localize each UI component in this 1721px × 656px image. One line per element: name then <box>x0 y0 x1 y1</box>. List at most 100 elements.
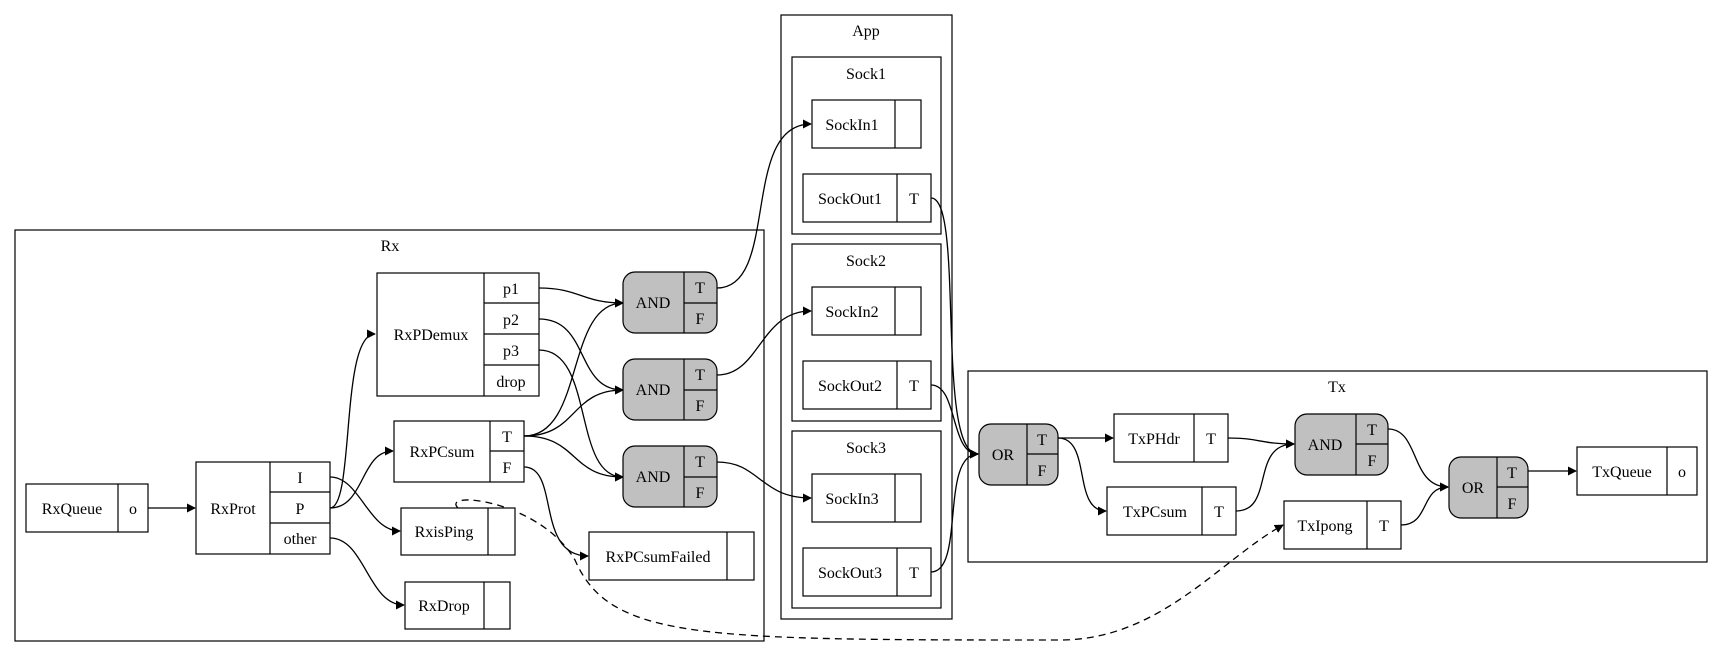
node-rxpdemux-port-p2: p2 <box>503 312 519 329</box>
node-and2-port-f: F <box>696 398 705 415</box>
edge-rxpcsum-f-failed <box>523 466 589 561</box>
node-rxprot-port-p: P <box>296 501 305 518</box>
node-txphdr[interactable]: TxPHdr T <box>1113 413 1229 463</box>
node-and1[interactable]: AND T F <box>622 271 718 334</box>
edge-txphdr-and4 <box>1227 437 1295 449</box>
node-and3-port-f: F <box>696 485 705 502</box>
edge-and4-or2 <box>1387 428 1449 492</box>
edge-rxpdemux-p2-and2 <box>538 318 624 395</box>
node-or2[interactable]: OR T F <box>1448 456 1529 519</box>
cluster-tx-title: Tx <box>1328 379 1346 396</box>
node-and4-port-f: F <box>1368 453 1377 470</box>
node-rxprot[interactable]: RxProt I P other <box>195 461 331 555</box>
cluster-rx: Rx <box>14 229 765 642</box>
cluster-sock1-title: Sock1 <box>846 66 886 83</box>
node-txqueue-label: TxQueue <box>1592 464 1652 481</box>
edge-and3-sockin3 <box>716 461 812 503</box>
node-rxisping[interactable]: RxisPing <box>400 507 516 556</box>
node-and4-port-t: T <box>1367 422 1377 439</box>
node-txqueue-port: o <box>1678 464 1686 481</box>
edge-rxpcsum-t-and1 <box>523 298 624 437</box>
node-sockin2[interactable]: SockIn2 <box>811 286 922 336</box>
node-and3-label: AND <box>636 469 671 486</box>
edge-sockout1-or1 <box>930 197 979 459</box>
node-txipong-port: T <box>1379 518 1389 535</box>
edge-rxisping-txipong <box>455 499 1284 641</box>
node-rxprot-label: RxProt <box>210 501 256 518</box>
node-or2-port-t: T <box>1507 465 1517 482</box>
edges <box>148 119 1577 641</box>
cluster-app-title: App <box>852 23 880 40</box>
edge-sockout3-or1 <box>930 449 979 573</box>
node-and2-port-t: T <box>695 367 705 384</box>
edge-and1-sockin1 <box>716 119 812 289</box>
node-and2[interactable]: AND T F <box>622 358 718 421</box>
node-sockout3[interactable]: SockOut3 T <box>802 547 932 597</box>
node-txpcsum-label: TxPCsum <box>1123 504 1188 521</box>
node-sockin1[interactable]: SockIn1 <box>811 99 922 149</box>
node-sockout2-label: SockOut2 <box>818 378 882 395</box>
edge-txpcsum-and4 <box>1235 439 1295 512</box>
edge-rxpcsum-t-and3 <box>523 435 624 482</box>
cluster-tx: Tx <box>967 370 1708 563</box>
edge-rxprot-p-rxpdemux <box>329 329 376 509</box>
edge-rxpdemux-p3-and3 <box>538 349 624 482</box>
node-rxpcsum-port-f: F <box>503 460 512 477</box>
node-rxdrop-label: RxDrop <box>418 598 470 615</box>
cluster-app: App <box>780 14 953 620</box>
cluster-rx-title: Rx <box>381 238 400 255</box>
node-rxqueue-label: RxQueue <box>42 501 102 518</box>
node-or1-port-f: F <box>1038 463 1047 480</box>
node-rxpcsumfailed-label: RxPCsumFailed <box>606 549 711 566</box>
node-sockin3[interactable]: SockIn3 <box>811 473 922 523</box>
edge-rxpcsum-t-and2 <box>523 385 624 437</box>
edge-and2-sockin2 <box>716 306 812 376</box>
node-and4[interactable]: AND T F <box>1294 413 1389 476</box>
cluster-sock1: Sock1 <box>791 56 942 235</box>
node-txqueue[interactable]: TxQueue o <box>1576 446 1698 496</box>
node-and2-label: AND <box>636 382 671 399</box>
node-txpcsum[interactable]: TxPCsum T <box>1106 486 1237 536</box>
node-or1-label: OR <box>992 447 1015 464</box>
node-rxpcsumfailed[interactable]: RxPCsumFailed <box>588 531 755 581</box>
node-or1-port-t: T <box>1037 432 1047 449</box>
cluster-sock3-title: Sock3 <box>846 440 886 457</box>
edge-rxprot-i-rxisping <box>329 476 401 536</box>
cluster-sock2-title: Sock2 <box>846 253 886 270</box>
node-or1[interactable]: OR T F <box>978 423 1059 486</box>
node-or2-label: OR <box>1462 480 1485 497</box>
node-sockin3-label: SockIn3 <box>825 491 878 508</box>
node-rxisping-label: RxisPing <box>415 524 474 541</box>
node-sockout1[interactable]: SockOut1 T <box>802 173 932 223</box>
node-rxqueue-port: o <box>129 501 137 518</box>
edge-rxprot-p-rxpcsum <box>329 446 394 509</box>
node-sockin1-label: SockIn1 <box>825 117 878 134</box>
node-rxpcsum[interactable]: RxPCsum T F <box>393 420 525 483</box>
node-sockout2-port: T <box>909 378 919 395</box>
node-and3[interactable]: AND T F <box>622 445 718 508</box>
node-rxqueue[interactable]: RxQueue o <box>25 483 149 533</box>
node-rxdrop[interactable]: RxDrop <box>404 581 511 630</box>
node-sockout1-label: SockOut1 <box>818 191 882 208</box>
node-and4-label: AND <box>1308 437 1343 454</box>
node-sockout2[interactable]: SockOut2 T <box>802 360 932 410</box>
cluster-sock2: Sock2 <box>791 243 942 422</box>
node-and3-port-t: T <box>695 454 705 471</box>
node-rxpdemux-label: RxPDemux <box>394 327 469 344</box>
node-rxpcsum-label: RxPCsum <box>410 444 475 461</box>
node-txipong[interactable]: TxIpong T <box>1283 500 1402 550</box>
node-rxprot-port-i: I <box>297 470 302 487</box>
node-or2-port-f: F <box>1508 496 1517 513</box>
node-sockin2-label: SockIn2 <box>825 304 878 321</box>
edge-or1-txpcsum <box>1057 437 1107 516</box>
node-rxpcsum-port-t: T <box>502 429 512 446</box>
node-sockout3-label: SockOut3 <box>818 565 882 582</box>
node-rxpdemux[interactable]: RxPDemux p1 p2 p3 drop <box>376 272 540 397</box>
node-txipong-label: TxIpong <box>1297 518 1352 535</box>
node-sockout3-port: T <box>909 565 919 582</box>
node-rxpdemux-port-drop: drop <box>496 374 525 391</box>
node-and1-port-t: T <box>695 280 705 297</box>
node-and1-label: AND <box>636 295 671 312</box>
node-txphdr-port: T <box>1206 431 1216 448</box>
